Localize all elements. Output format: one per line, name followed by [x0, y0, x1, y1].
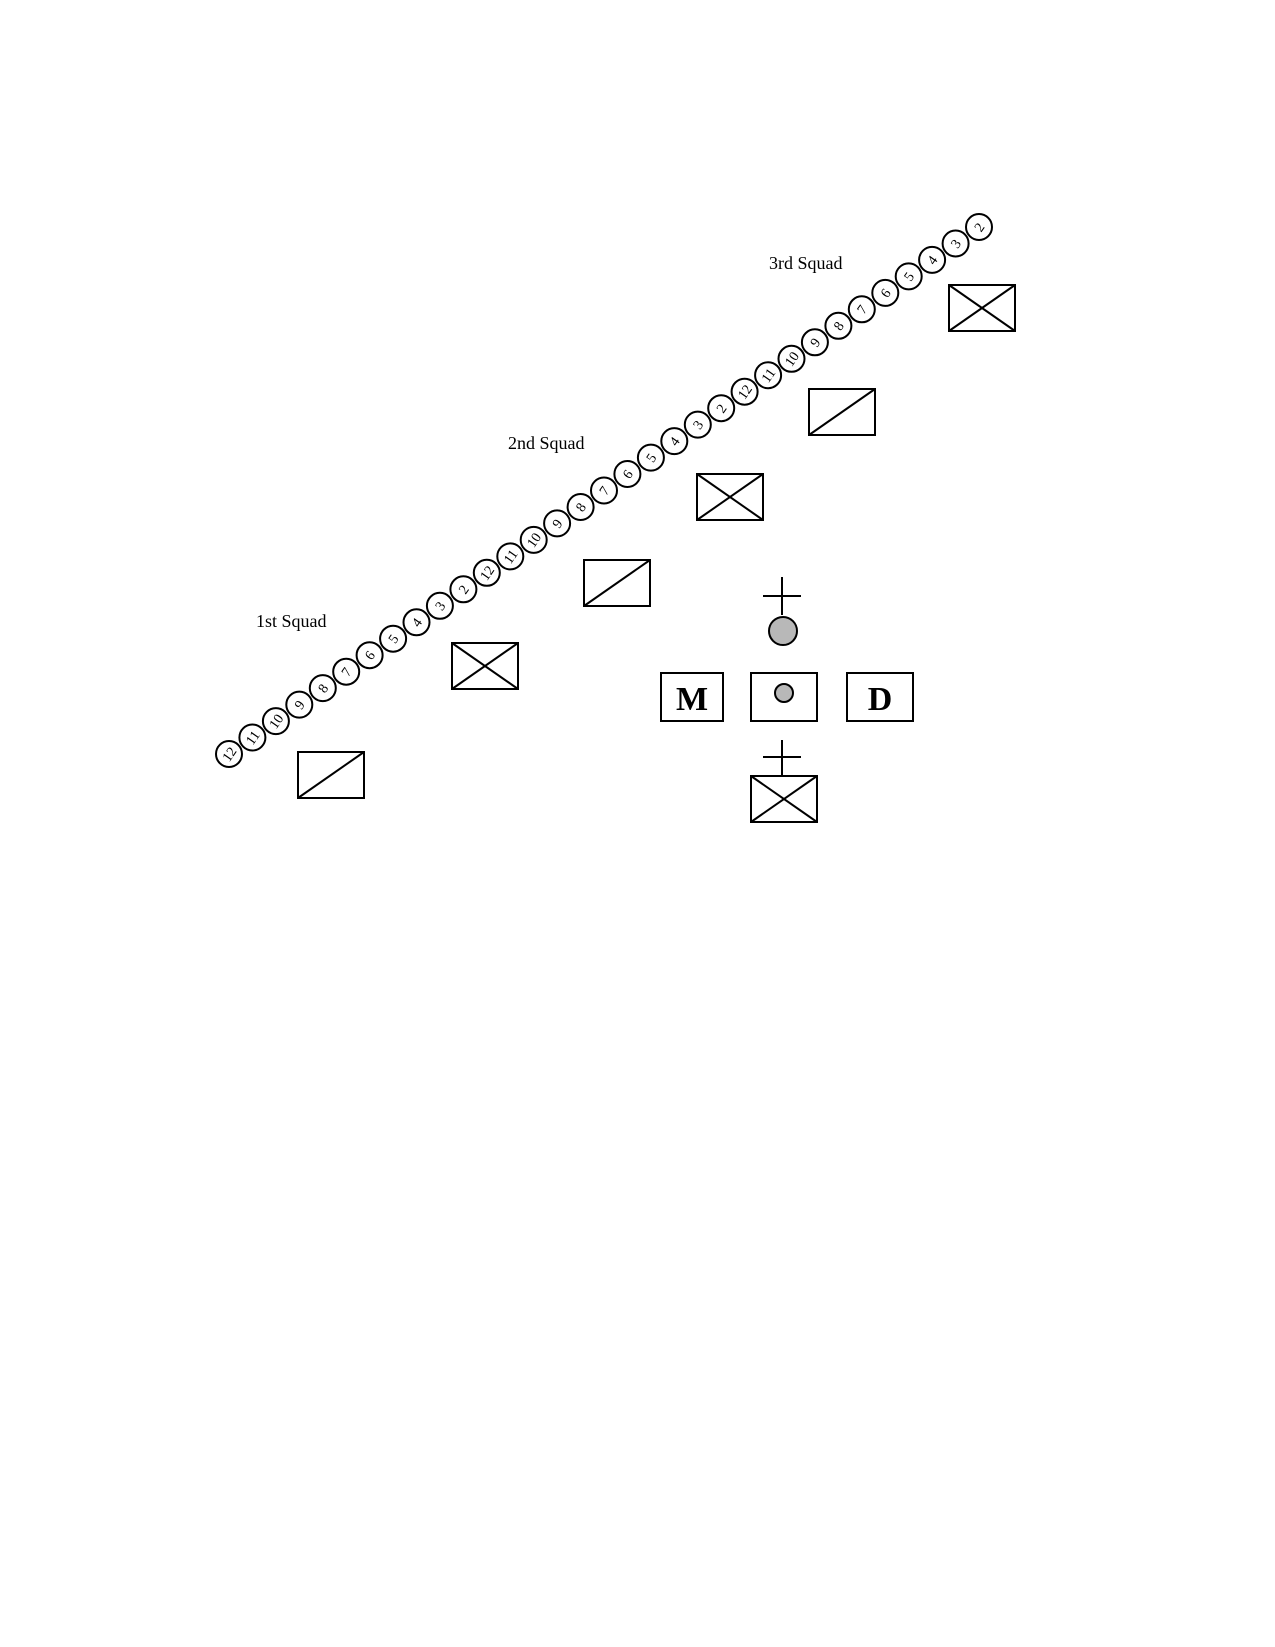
soldier-circle-squad2-12: 12: [472, 558, 501, 587]
soldier-circle-squad1-3: 3: [425, 591, 454, 620]
soldier-circle-squad2-3: 3: [683, 410, 712, 439]
box-x-icon: [948, 284, 1016, 332]
squad-1-label: 1st Squad: [256, 611, 327, 631]
soldier-circle-squad1-5: 5: [379, 624, 408, 653]
soldier-circle-squad2-4: 4: [660, 427, 689, 456]
box-slash-icon: [808, 388, 876, 436]
soldier-circle-squad3-3: 3: [941, 229, 970, 258]
soldier-circle-squad3-11: 11: [754, 361, 783, 390]
hq-box-left: M: [660, 672, 724, 722]
box-x-icon: [696, 473, 764, 521]
soldier-circle-squad3-6: 6: [871, 278, 900, 307]
soldier-circle-squad1-11: 11: [238, 723, 267, 752]
box-slash-icon: [583, 559, 651, 607]
soldier-circle-squad1-12: 12: [215, 740, 243, 768]
soldier-circle-squad1-10: 10: [261, 707, 290, 736]
soldier-circle-squad2-2: 2: [707, 394, 736, 423]
soldier-circle-squad1-6: 6: [355, 641, 384, 670]
soldier-circle-squad2-8: 8: [566, 493, 595, 521]
soldier-circle-squad1-4: 4: [402, 608, 431, 637]
box-slash-icon: [297, 751, 365, 799]
box-dot-icon: [750, 672, 818, 722]
soldier-circle-squad3-10: 10: [777, 344, 806, 373]
soldier-circle-squad2-11: 11: [496, 542, 525, 571]
squad-3-label: 3rd Squad: [769, 253, 843, 273]
box-x-icon: [451, 642, 519, 690]
squad-2-label: 2nd Squad: [508, 433, 585, 453]
hq-box-right: D: [846, 672, 914, 722]
soldier-circle-squad2-5: 5: [636, 443, 665, 472]
hq-letter-left: M: [676, 681, 708, 718]
soldier-circle-squad3-5: 5: [894, 262, 923, 291]
cross-circle-icon: [763, 577, 801, 646]
soldier-circles: 1211109876543212111098765432121110987654…: [215, 213, 993, 768]
soldier-circle-squad3-4: 4: [918, 245, 947, 274]
soldier-circle-squad3-12: 12: [730, 377, 759, 406]
soldier-circle-squad3-8: 8: [824, 311, 853, 340]
soldier-circle-squad1-8: 8: [308, 674, 337, 703]
soldier-circle-squad3-9: 9: [800, 328, 829, 357]
soldier-circle-squad2-6: 6: [613, 460, 642, 488]
soldier-circle-squad1-9: 9: [285, 690, 314, 719]
soldier-circle-squad3-7: 7: [847, 295, 876, 324]
hq-letter-right: D: [868, 681, 893, 718]
soldier-circle-squad2-7: 7: [590, 476, 618, 505]
soldier-circle-squad1-2: 2: [449, 575, 478, 604]
soldier-circle-squad2-9: 9: [543, 509, 572, 538]
soldier-circle-squad3-2: 2: [965, 213, 993, 241]
cross-box-icon: [750, 740, 818, 823]
soldier-circle-squad2-10: 10: [519, 525, 548, 554]
soldier-circle-squad1-7: 7: [332, 657, 361, 686]
